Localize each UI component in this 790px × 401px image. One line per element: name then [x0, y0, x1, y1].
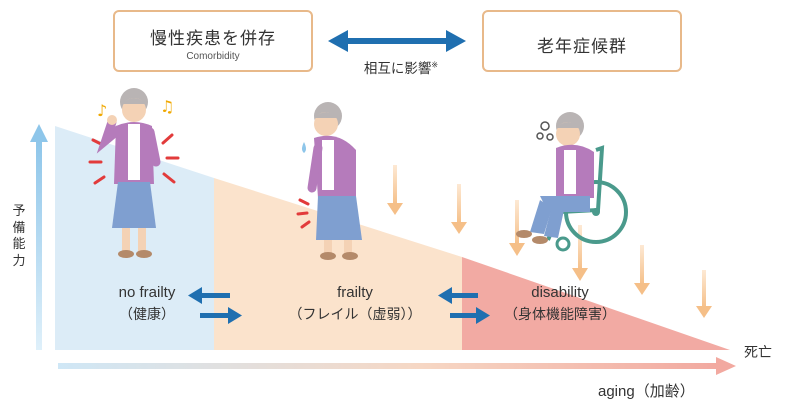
- stage-label: no frailty: [118, 284, 176, 301]
- mutual-influence-text: 相互に影響: [363, 61, 432, 77]
- comorbidity-title: 慢性疾患を併存: [150, 29, 276, 49]
- zone-frailty: [214, 178, 462, 350]
- y-axis-char: 予: [12, 204, 26, 219]
- x-axis-line: [58, 363, 718, 369]
- stage-label: disability: [531, 284, 589, 301]
- death-label: 死亡: [744, 345, 772, 361]
- transition-arrows-1: [188, 287, 242, 324]
- y-axis-char: 力: [12, 253, 26, 269]
- stage-no-frailty: no frailty （健康）: [72, 282, 222, 326]
- wheelchair-woman-figure: [516, 112, 628, 252]
- stage-disability: disability （身体機能障害）: [480, 282, 640, 326]
- footnote-mark: ※: [431, 60, 439, 70]
- healthy-woman-figure: ♪ ♫: [88, 88, 180, 258]
- y-axis-char: 能: [12, 237, 26, 252]
- comorbidity-box: 慢性疾患を併存 Comorbidity: [113, 10, 313, 72]
- stage-sublabel: （フレイル（虚弱））: [288, 307, 422, 323]
- zone-disability: [462, 257, 730, 350]
- stage-sublabel: （身体機能障害）: [504, 307, 616, 323]
- svg-text:♪: ♪: [97, 101, 107, 120]
- transition-arrows-2: [438, 287, 490, 324]
- geriatric-syndrome-box: 老年症候群: [482, 10, 682, 72]
- stage-label: frailty: [337, 284, 373, 301]
- x-axis-arrowhead: [716, 357, 736, 375]
- stage-sublabel: （健康）: [119, 307, 175, 323]
- svg-text:♫: ♫: [160, 97, 174, 116]
- y-axis-label: 予 備 能 力: [11, 204, 27, 270]
- y-axis-arrowhead: [30, 124, 48, 142]
- mutual-influence-label: 相互に影響※: [336, 57, 466, 78]
- comorbidity-subtitle: Comorbidity: [186, 51, 240, 62]
- mutual-influence-arrow: [328, 30, 466, 52]
- aging-axis-label: aging（加齢）: [598, 383, 695, 400]
- y-axis-line: [36, 140, 42, 350]
- geriatric-syndrome-title: 老年症候群: [537, 37, 627, 57]
- y-axis-char: 備: [12, 220, 26, 236]
- decline-arrows: [387, 165, 712, 318]
- frail-woman-figure: [296, 102, 362, 260]
- stage-frailty: frailty （フレイル（虚弱））: [250, 282, 460, 326]
